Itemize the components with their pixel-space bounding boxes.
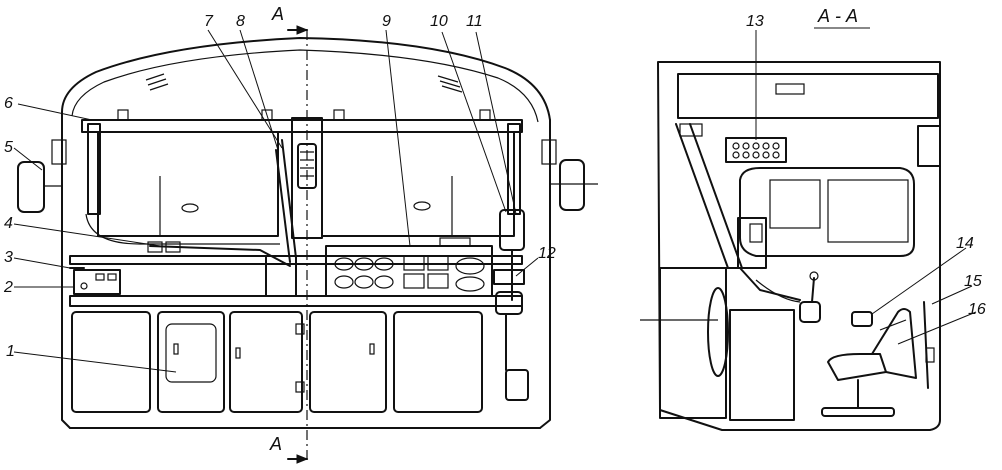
callout-7: 7 (204, 13, 214, 30)
right-mirror (559, 159, 585, 211)
left-lamp (51, 139, 67, 165)
callout-8: 8 (236, 13, 245, 30)
box-14 (851, 311, 873, 327)
console-display (749, 223, 763, 243)
roof-lamp (775, 83, 805, 95)
control-switch (95, 273, 105, 281)
steering-rod-7 (281, 139, 297, 259)
wheel-profile (707, 287, 729, 377)
control-switch (107, 273, 117, 281)
callout-5: 5 (4, 139, 13, 156)
windshield-left (97, 131, 279, 237)
callout-14: 14 (956, 235, 974, 252)
control-knob (80, 282, 88, 290)
windshield-right (321, 131, 515, 237)
block-12 (493, 269, 525, 285)
section-marker-bottom: A (269, 434, 282, 454)
callout-16: 16 (968, 301, 986, 318)
vent-holes (732, 142, 780, 159)
pipe-4 (149, 245, 291, 267)
leader-lines (13, 29, 977, 373)
callout-9: 9 (382, 13, 391, 30)
callout-13: 13 (746, 13, 764, 30)
left-mirror (17, 161, 45, 213)
section-marker-top: A (271, 4, 284, 24)
section-arrow-top-head (296, 25, 309, 35)
right-pillar (507, 123, 521, 215)
control-lever-base (799, 301, 821, 323)
pedestal (729, 309, 795, 421)
control-panel-2 (73, 269, 121, 295)
bracket (479, 109, 491, 121)
cluster-top-switches (439, 237, 471, 247)
dash-console (737, 217, 767, 269)
callout-4: 4 (4, 215, 13, 232)
cab-right-wall (539, 119, 551, 429)
gauges (334, 255, 485, 292)
callout-12: 12 (538, 245, 556, 262)
front-window-slant-inner (689, 123, 743, 269)
pedal-valve (505, 369, 529, 401)
side-window-pane (827, 179, 909, 243)
windshield-top-rail (81, 119, 523, 133)
control-lever (811, 277, 815, 303)
lever-knob (809, 271, 819, 281)
lower-dash-block (659, 267, 727, 419)
section-arrow-bottom-head (296, 454, 309, 464)
wiper-motor-left (181, 203, 199, 213)
section-title: А - А (817, 6, 858, 26)
callout-1: 1 (6, 343, 15, 360)
cab-roof-inner (71, 49, 539, 123)
callout-6: 6 (4, 95, 13, 112)
roof-vent-left (145, 73, 169, 91)
lever-linkage (755, 279, 801, 303)
bracket (333, 109, 345, 121)
side-window (739, 167, 915, 257)
pipe-coupling (147, 241, 163, 253)
left-pillar (87, 123, 101, 215)
bracket (117, 109, 129, 121)
handle-15 (923, 301, 929, 389)
cab-roof-outline (61, 37, 551, 121)
lower-cabinets (71, 311, 483, 413)
dashboard-shelf (69, 295, 523, 307)
right-lamp (541, 139, 557, 165)
steering-rod-8 (275, 149, 291, 263)
section-cab-outline (657, 61, 941, 431)
section-view (640, 61, 941, 431)
pipe-coupling (165, 241, 181, 253)
valve-11 (499, 209, 525, 251)
instrument-cluster (325, 245, 493, 297)
pump-12 (495, 291, 523, 315)
steering-column-box (265, 255, 297, 297)
callout-3: 3 (4, 249, 13, 266)
rear-lamp (917, 125, 941, 167)
roof-vent-right (437, 75, 463, 93)
wiper-motor-right (413, 201, 431, 211)
callout-15: 15 (964, 273, 982, 290)
side-window-pane (769, 179, 821, 229)
bracket (261, 109, 273, 121)
front-view (17, 25, 598, 464)
callout-11: 11 (466, 13, 483, 30)
wiper-mount (679, 123, 703, 137)
driver-seat-16 (821, 308, 917, 417)
front-window-slant (675, 123, 729, 269)
callout-labels: 1 2 3 4 5 6 7 8 9 10 11 12 13 14 15 16 A… (3, 4, 986, 454)
wiper-arms (159, 176, 453, 236)
callout-10: 10 (430, 13, 448, 30)
callout-2: 2 (3, 279, 13, 296)
cab-left-wall (61, 111, 71, 429)
handle-latch (925, 347, 935, 363)
roof-panel (677, 73, 939, 119)
